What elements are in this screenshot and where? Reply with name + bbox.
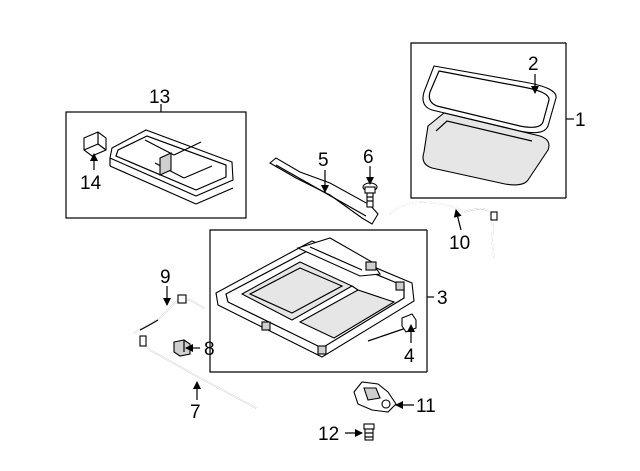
callout-14: 14: [80, 173, 102, 194]
callout-8: 8: [204, 339, 215, 360]
sunshade-clip: [83, 131, 107, 157]
bolt: [362, 182, 378, 208]
sunroof-frame-group: [209, 229, 434, 373]
glass-panel: [422, 112, 550, 186]
group-1-box: [410, 42, 566, 199]
callout-4: 4: [404, 346, 415, 367]
callout-9: 9: [160, 267, 171, 288]
group-3-box: [209, 229, 427, 373]
drive-cable: [133, 294, 205, 334]
glass-panel-group: [410, 42, 574, 199]
callout-12: 12: [318, 424, 339, 445]
glass-seal: [422, 65, 557, 134]
sunshade-group: [65, 104, 247, 219]
callout-6: 6: [363, 147, 374, 168]
drain-hose: [389, 201, 498, 259]
callout-7: 7: [190, 402, 201, 423]
sunroof-motor: [353, 381, 397, 413]
callout-13: 13: [149, 87, 170, 108]
callout-3: 3: [437, 288, 448, 309]
guide-cable: [139, 335, 257, 409]
callout-11: 11: [416, 396, 436, 417]
callout-1: 1: [575, 110, 586, 131]
callout-5: 5: [318, 150, 329, 171]
group-13-box: [65, 111, 247, 219]
screw: [363, 423, 375, 441]
callout-2: 2: [528, 54, 539, 75]
callout-10: 10: [449, 233, 470, 254]
